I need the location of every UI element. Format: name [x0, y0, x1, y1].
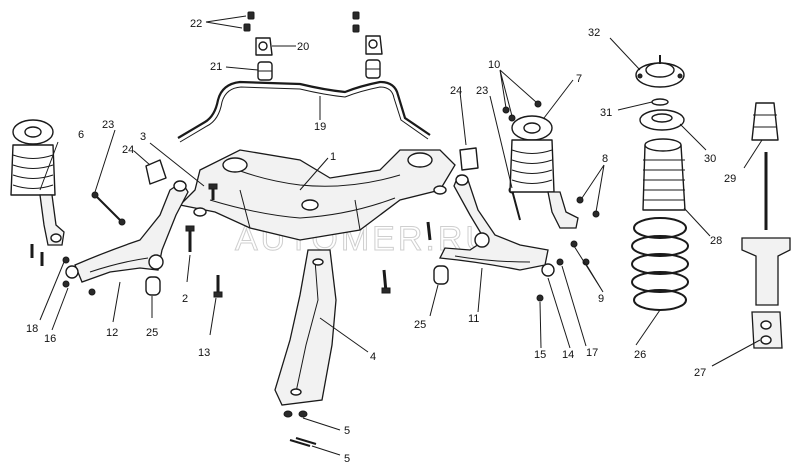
- callout-24a: 24: [122, 144, 134, 156]
- stabilizer-bar: [177, 80, 431, 143]
- callout-29: 29: [724, 173, 736, 185]
- callout-11: 11: [468, 313, 479, 325]
- strut-top-nuts: [502, 100, 542, 122]
- callout-6: 6: [78, 129, 84, 141]
- coil-spring: [631, 217, 689, 311]
- leader-lines: [39, 15, 763, 456]
- strut-top-mount: [635, 55, 685, 88]
- callout-22: 22: [190, 18, 202, 30]
- right-strut-assembly: [509, 115, 579, 229]
- right-arm-hardware: [381, 221, 590, 302]
- left-arm-bushing: [145, 276, 161, 296]
- right-strut-bolts: [576, 196, 600, 218]
- left-strut-bolts: [30, 244, 44, 266]
- left-ball-joint-hardware: [62, 256, 96, 296]
- callout-10: 10: [488, 59, 500, 71]
- callout-31: 31: [600, 107, 612, 119]
- callout-25a: 25: [146, 327, 158, 339]
- left-subframe-bolts: [185, 183, 223, 298]
- callout-4: 4: [370, 351, 376, 363]
- left-stabilizer-link: [91, 191, 126, 226]
- bushing-clamp-right: [365, 35, 383, 55]
- left-strut-assembly: [10, 119, 65, 246]
- callout-30: 30: [704, 153, 716, 165]
- callout-14: 14: [562, 349, 574, 361]
- clamp-nuts: [243, 11, 360, 33]
- callout-25b: 25: [414, 319, 426, 331]
- callout-5b: 5: [344, 453, 350, 465]
- callout-3: 3: [140, 131, 146, 143]
- callout-8: 8: [602, 153, 608, 165]
- callout-28: 28: [710, 235, 722, 247]
- callout-21: 21: [210, 61, 222, 73]
- strut-washer: [651, 98, 669, 106]
- callout-27: 27: [694, 367, 706, 379]
- callout-5a: 5: [344, 425, 350, 437]
- brace-bolts: [283, 410, 317, 447]
- callout-12: 12: [106, 327, 118, 339]
- callout-24b: 24: [450, 85, 462, 97]
- strut-bearing: [639, 109, 685, 131]
- callout-18: 18: [26, 323, 38, 335]
- callout-19: 19: [314, 121, 326, 133]
- stabilizer-bushing-right: [365, 59, 381, 79]
- left-lower-control-arm: [65, 180, 189, 283]
- stabilizer-bushing-left: [257, 61, 273, 81]
- right-lower-control-arm: [438, 174, 555, 277]
- callout-16: 16: [44, 333, 56, 345]
- callout-20: 20: [297, 41, 309, 53]
- callout-1: 1: [330, 151, 336, 163]
- callout-2: 2: [182, 293, 188, 305]
- callout-23a: 23: [102, 119, 114, 131]
- shock-absorber: [741, 152, 791, 349]
- callout-9: 9: [598, 293, 604, 305]
- bushing-clamp-left: [255, 37, 273, 56]
- lower-brace-plate: [274, 249, 337, 406]
- right-arm-bushing: [433, 265, 449, 285]
- callout-32: 32: [588, 27, 600, 39]
- callout-13: 13: [198, 347, 210, 359]
- callouts: 1 2 3 4 5 5 6 7 8 9 10 11 12 13 14 15 16…: [26, 18, 736, 465]
- callout-23b: 23: [476, 85, 488, 97]
- left-bump-stop: [145, 159, 167, 185]
- callout-26: 26: [634, 349, 646, 361]
- strut-bump-stop: [751, 102, 779, 141]
- callout-7: 7: [576, 73, 582, 85]
- strut-dust-boot: [642, 138, 686, 211]
- right-bump-stop: [459, 147, 479, 171]
- callout-15: 15: [534, 349, 546, 361]
- front-subframe: [178, 149, 456, 241]
- callout-17: 17: [586, 347, 598, 359]
